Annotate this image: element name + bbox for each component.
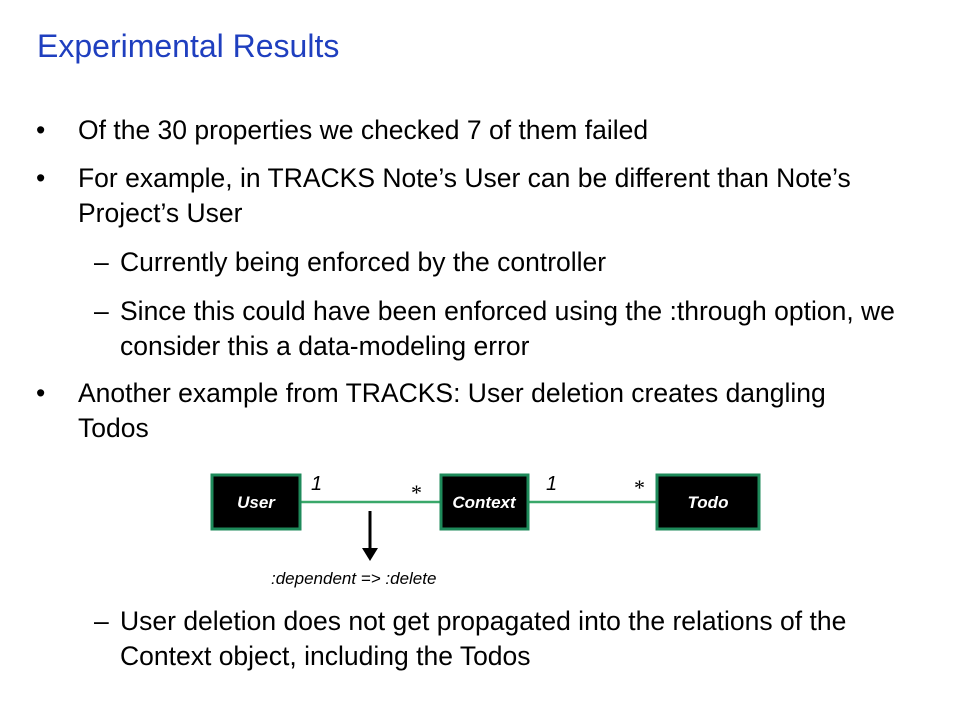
sub-bullet-1: – Currently being enforced by the contro… [94,245,910,280]
bullet-text: Another example from TRACKS: User deleti… [78,378,826,443]
bullet-text: User deletion does not get propagated in… [120,606,847,671]
bullet-2: • For example, in TRACKS Note’s User can… [36,161,898,231]
bullet-marker: – [94,296,109,326]
node-todo-label: Todo [688,493,729,512]
bullet-text: Since this could have been enforced usin… [120,296,895,361]
node-user-box [210,473,302,531]
node-todo-box [655,473,761,531]
dependency-annotation: :dependent => :delete [271,569,436,588]
dependency-arrow-head [362,548,378,561]
edge-user-context-to-mult: * [411,480,422,505]
node-context-label: Context [452,493,517,512]
node-context-box [439,473,530,531]
edge-context-todo-from-mult: 1 [546,473,557,495]
bullet-marker: • [36,115,46,145]
bullet-marker: • [36,163,46,193]
node-user-label: User [237,493,276,512]
slide-title: Experimental Results [37,28,340,64]
bullet-text: For example, in TRACKS Note’s User can b… [78,163,851,228]
sub-bullet-3: – User deletion does not get propagated … [94,604,910,674]
bullet-text: Currently being enforced by the controll… [120,247,607,277]
bullet-text: Of the 30 properties we checked 7 of the… [78,115,649,145]
bullet-marker: • [36,378,46,408]
bullet-marker: – [94,606,109,636]
sub-bullet-2: – Since this could have been enforced us… [94,294,910,364]
edge-user-context-from-mult: 1 [311,473,322,495]
bullet-marker: – [94,247,109,277]
bullet-1: • Of the 30 properties we checked 7 of t… [36,113,898,148]
bullet-3: • Another example from TRACKS: User dele… [36,376,898,446]
edge-context-todo-to-mult: * [634,475,645,500]
